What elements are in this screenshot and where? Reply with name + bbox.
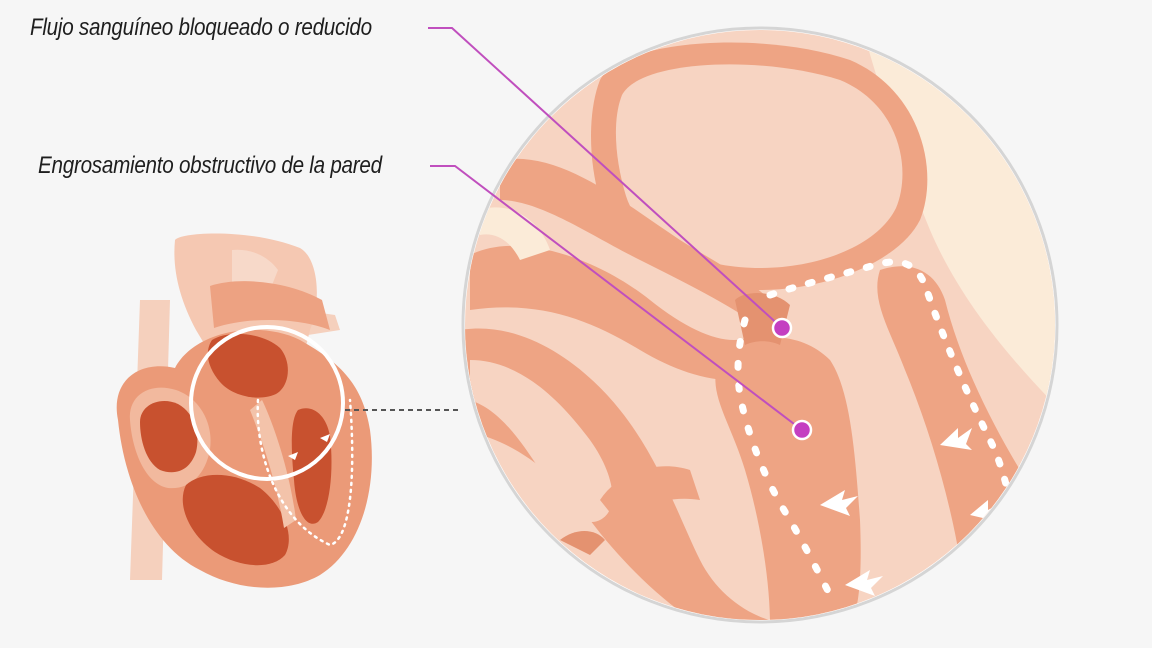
label-wall-thickening: Engrosamiento obstructivo de la pared <box>38 152 382 180</box>
label-blocked-flow: Flujo sanguíneo bloqueado o reducido <box>30 14 372 42</box>
marker-dot-blocked-flow <box>773 319 791 337</box>
marker-dot-wall-thickening <box>793 421 811 439</box>
heart-illustration <box>117 233 372 587</box>
magnified-view <box>460 20 1070 625</box>
